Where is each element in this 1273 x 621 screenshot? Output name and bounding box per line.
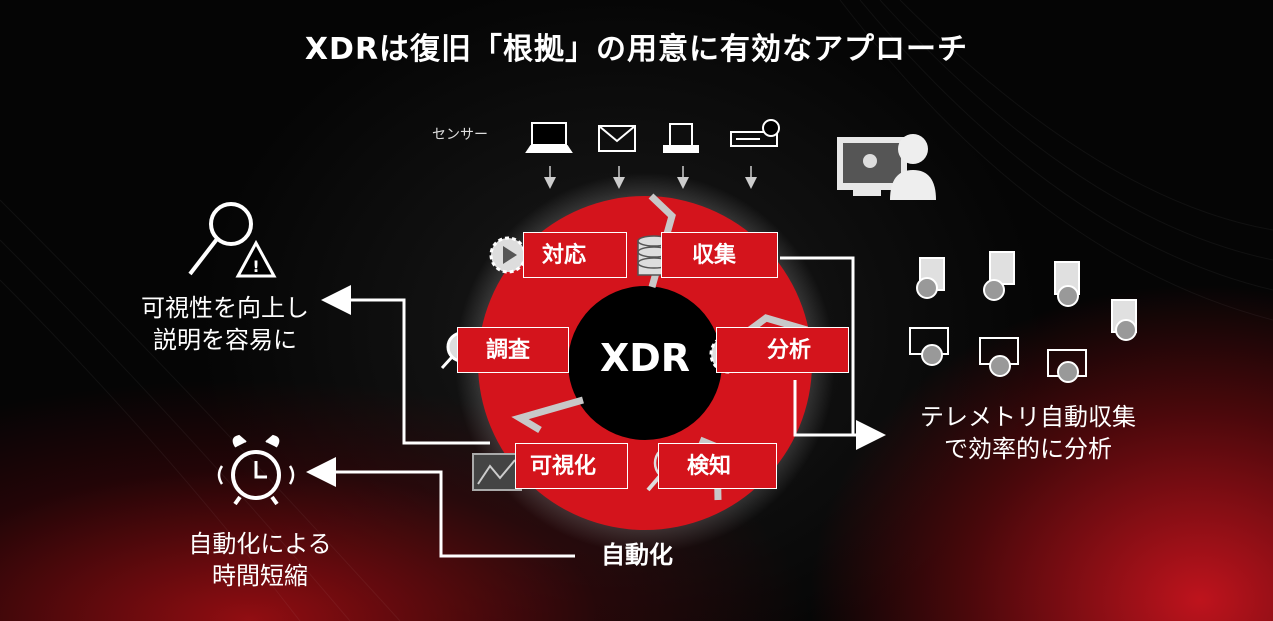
connector-lines: [306, 256, 886, 558]
sensor-arrows: [544, 166, 757, 189]
step-respond: 対応: [523, 232, 627, 278]
time-saving-callout-line2: 時間短縮: [212, 562, 308, 590]
telemetry-callout-line1: テレメトリ自動収集: [920, 403, 1136, 431]
time-saving-callout: 自動化による 時間短縮: [160, 528, 360, 592]
step-visualize: 可視化: [515, 443, 628, 489]
page-title: XDRは復旧「根拠」の用意に有効なアプローチ: [304, 32, 969, 67]
visibility-callout: 可視性を向上し 説明を容易に: [120, 292, 330, 356]
visibility-callout-line1: 可視性を向上し: [141, 294, 309, 322]
visibility-callout-line2: 説明を容易に: [153, 326, 297, 354]
line-chart-icon: [472, 453, 522, 491]
svg-text:!: !: [252, 257, 259, 276]
alarm-clock-icon: [217, 434, 295, 506]
laptop-icon: [525, 122, 573, 153]
mobile-icon: [663, 123, 699, 153]
step-collect: 収集: [661, 232, 778, 278]
step-investigate: 調査: [457, 327, 569, 373]
ring-hole: [568, 286, 722, 440]
step-analyze: 分析: [716, 327, 849, 373]
network-device-icon: [730, 119, 780, 147]
magnifier-warning-icon: [188, 202, 277, 278]
operator-monitor-icon: [837, 134, 936, 200]
mail-icon: [598, 125, 636, 152]
step-detect: 検知: [658, 443, 777, 489]
sensor-label: センサー: [432, 127, 488, 143]
telemetry-callout: テレメトリ自動収集 で効率的に分析: [893, 401, 1163, 465]
gear-play-icon: [489, 236, 527, 274]
automation-label: 自動化: [601, 541, 673, 569]
time-saving-callout-line1: 自動化による: [188, 530, 332, 558]
telemetry-documents-icon: [909, 251, 1137, 383]
xdr-center-label: XDR: [599, 336, 691, 380]
telemetry-callout-line2: で効率的に分析: [944, 435, 1112, 463]
